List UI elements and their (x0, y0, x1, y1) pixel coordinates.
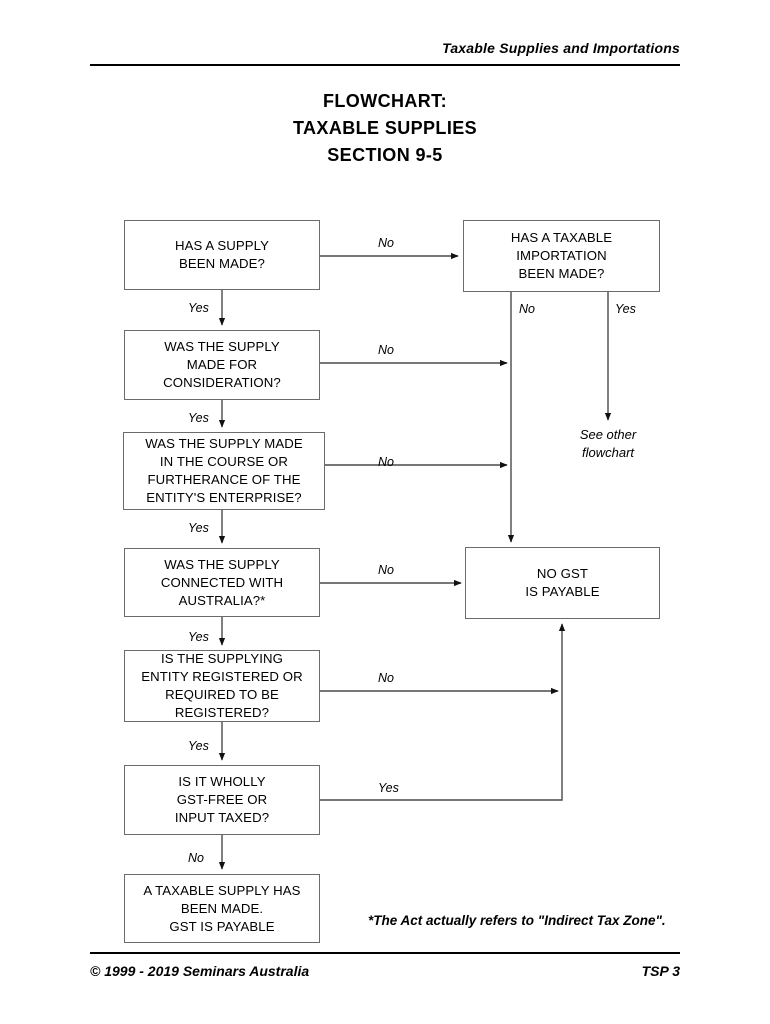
title-line-3: SECTION 9-5 (327, 145, 443, 165)
edge-label-supply-yes: Yes (188, 301, 209, 315)
node-label: IS IT WHOLLY GST-FREE OR INPUT TAXED? (174, 774, 270, 825)
node-has-a-supply-been-made[interactable]: HAS A SUPPLY BEEN MADE? (124, 220, 320, 290)
page-title: FLOWCHART: TAXABLE SUPPLIES SECTION 9-5 (0, 88, 770, 169)
annotation-see-other-flowchart: See other flowchart (579, 427, 637, 460)
edge-label-consideration-no: No (378, 343, 394, 357)
edge-label-connected-no: No (378, 563, 394, 577)
footnote-indirect-tax-zone: *The Act actually refers to "Indirect Ta… (368, 913, 666, 928)
node-has-a-taxable-importation-been-made[interactable]: HAS A TAXABLE IMPORTATION BEEN MADE? (463, 220, 660, 292)
edge-label-gstfree-yes: Yes (378, 781, 399, 795)
title-line-1: FLOWCHART: (323, 91, 447, 111)
footer-page-code: TSP 3 (641, 963, 680, 979)
edge-label-registered-no: No (378, 671, 394, 685)
node-no-gst-is-payable[interactable]: NO GST IS PAYABLE (465, 547, 660, 619)
edge-label-import-yes: Yes (615, 302, 636, 316)
node-was-the-supply-connected-with-australia[interactable]: WAS THE SUPPLY CONNECTED WITH AUSTRALIA?… (124, 548, 320, 617)
title-line-2: TAXABLE SUPPLIES (292, 118, 478, 138)
edge-gstfree-yes (320, 623, 566, 801)
edge-label-gstfree-no: No (188, 851, 204, 865)
edge-label-connected-yes: Yes (188, 630, 209, 644)
edge-label-import-no: No (519, 302, 535, 316)
node-label: WAS THE SUPPLY MADE FOR CONSIDERATION? (163, 339, 281, 390)
header-divider (90, 64, 680, 66)
node-label: HAS A TAXABLE IMPORTATION BEEN MADE? (510, 230, 613, 281)
page-header-title: Taxable Supplies and Importations (442, 40, 680, 56)
node-label: A TAXABLE SUPPLY HAS BEEN MADE. GST IS P… (143, 882, 301, 934)
edge-label-registered-yes: Yes (188, 739, 209, 753)
edge-label-enterprise-yes: Yes (188, 521, 209, 535)
edge-label-supply-no: No (378, 236, 394, 250)
node-is-the-supplying-entity-registered[interactable]: IS THE SUPPLYING ENTITY REGISTERED OR RE… (124, 650, 320, 722)
edge-label-consideration-yes: Yes (188, 411, 209, 425)
node-supply-course-furtherance-enterprise[interactable]: WAS THE SUPPLY MADE IN THE COURSE OR FUR… (123, 432, 325, 510)
node-is-it-wholly-gst-free-or-input-taxed[interactable]: IS IT WHOLLY GST-FREE OR INPUT TAXED? (124, 765, 320, 835)
node-a-taxable-supply-has-been-made[interactable]: A TAXABLE SUPPLY HAS BEEN MADE. GST IS P… (124, 874, 320, 943)
node-was-the-supply-made-for-consideration[interactable]: WAS THE SUPPLY MADE FOR CONSIDERATION? (124, 330, 320, 400)
node-label: NO GST IS PAYABLE (525, 566, 600, 599)
node-label: WAS THE SUPPLY CONNECTED WITH AUSTRALIA?… (160, 556, 284, 608)
footer-divider (90, 952, 680, 954)
edge-label-enterprise-no: No (378, 455, 394, 469)
node-label: WAS THE SUPPLY MADE IN THE COURSE OR FUR… (145, 436, 303, 505)
node-label: IS THE SUPPLYING ENTITY REGISTERED OR RE… (141, 651, 303, 720)
footer-copyright: © 1999 - 2019 Seminars Australia (90, 963, 310, 979)
node-label: HAS A SUPPLY BEEN MADE? (174, 238, 270, 271)
